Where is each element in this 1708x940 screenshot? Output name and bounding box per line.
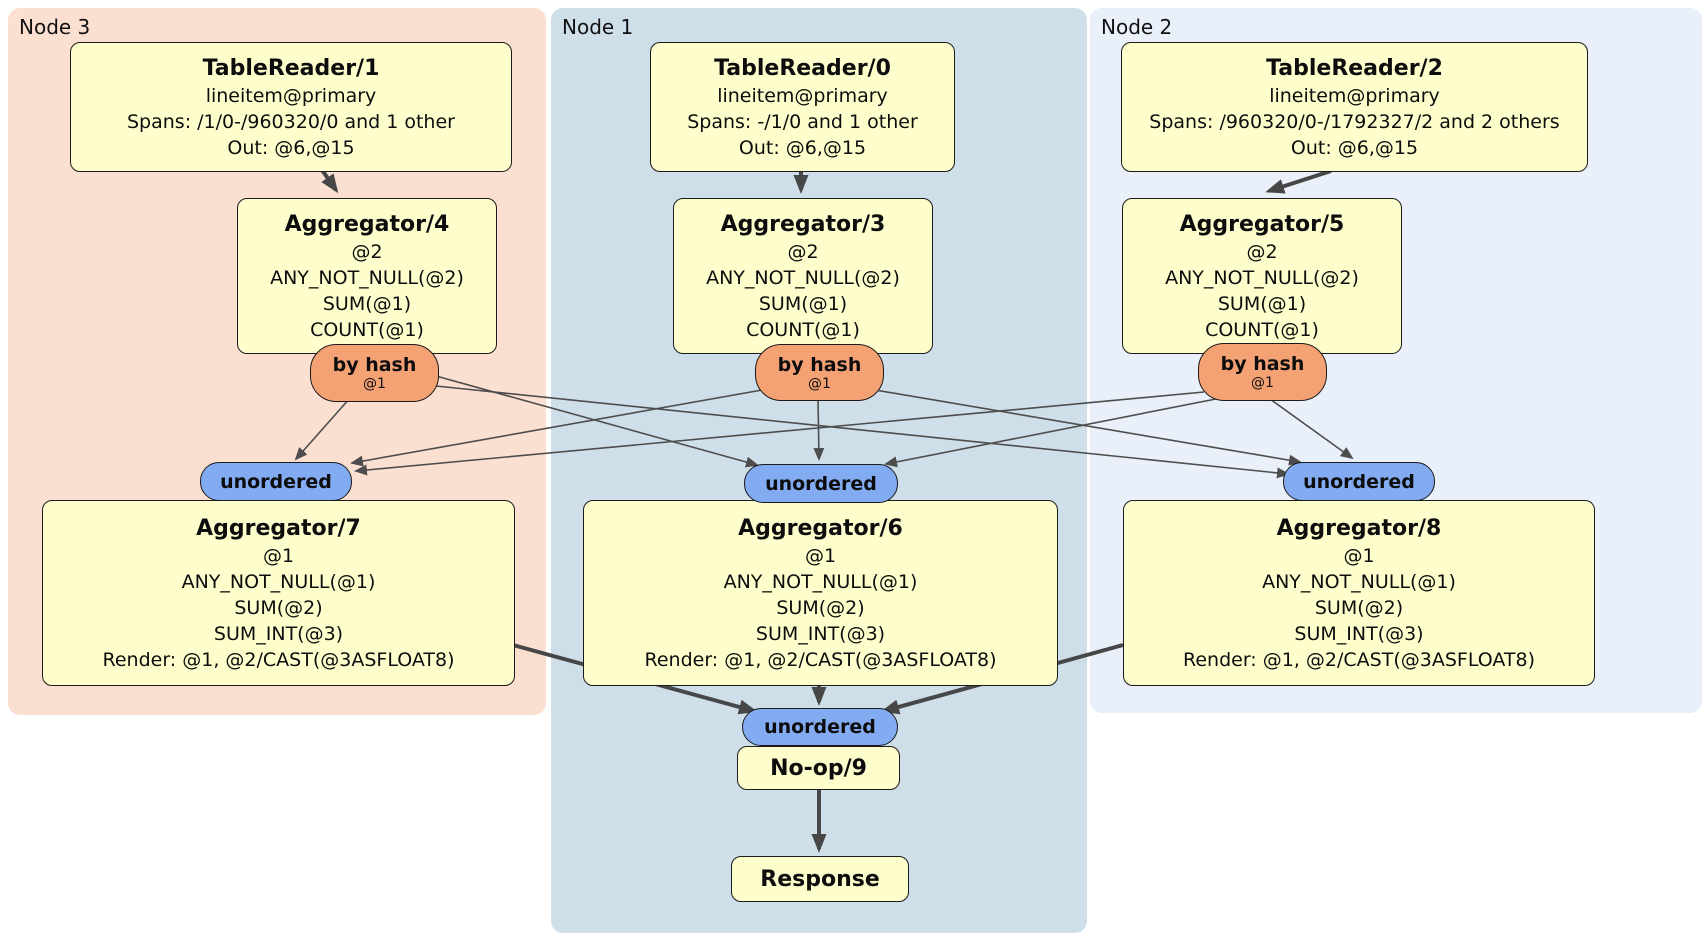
panel-node-3-label: Node 3 bbox=[19, 15, 91, 39]
node-detail: @1 bbox=[262, 544, 295, 567]
node-title: Aggregator/7 bbox=[196, 515, 361, 541]
node-title: TableReader/1 bbox=[202, 55, 380, 81]
node-title: Aggregator/5 bbox=[1179, 211, 1345, 237]
router-by-hash-3[interactable]: by hash @1 bbox=[755, 344, 884, 401]
router-by-hash-4[interactable]: by hash @1 bbox=[310, 344, 439, 402]
node-detail: @2 bbox=[1246, 240, 1278, 263]
node-detail: COUNT(@1) bbox=[310, 318, 424, 341]
node-detail: Spans: /1/0-/960320/0 and 1 other bbox=[127, 110, 455, 133]
node-aggregator-5[interactable]: Aggregator/5 @2 ANY_NOT_NULL(@2) SUM(@1)… bbox=[1122, 198, 1402, 354]
node-aggregator-7[interactable]: Aggregator/7 @1 ANY_NOT_NULL(@1) SUM(@2)… bbox=[42, 500, 515, 686]
node-detail: Spans: -/1/0 and 1 other bbox=[687, 110, 918, 133]
node-detail: @1 bbox=[1343, 544, 1375, 567]
node-detail: SUM_INT(@3) bbox=[213, 622, 344, 645]
node-title: Aggregator/4 bbox=[284, 211, 450, 237]
node-aggregator-8[interactable]: Aggregator/8 @1 ANY_NOT_NULL(@1) SUM(@2)… bbox=[1123, 500, 1595, 686]
router-label: by hash bbox=[1220, 353, 1305, 375]
node-detail: Render: @1, @2/CAST(@3ASFLOAT8) bbox=[1183, 648, 1535, 671]
node-detail: lineitem@primary bbox=[1269, 84, 1440, 107]
stream-label: unordered bbox=[764, 716, 876, 738]
node-detail: SUM(@1) bbox=[322, 292, 412, 315]
node-tablereader-1[interactable]: TableReader/1 lineitem@primary Spans: /1… bbox=[70, 42, 512, 172]
node-title: TableReader/2 bbox=[1266, 55, 1443, 81]
hash-to-unordered-edges bbox=[294, 375, 1354, 479]
node-detail: Out: @6,@15 bbox=[1290, 136, 1419, 159]
node-title: No-op/9 bbox=[770, 755, 867, 781]
node-detail: SUM_INT(@3) bbox=[755, 622, 886, 645]
router-key: @1 bbox=[1251, 375, 1274, 391]
router-by-hash-5[interactable]: by hash @1 bbox=[1198, 343, 1327, 401]
stream-label: unordered bbox=[1303, 470, 1415, 493]
node-title: Aggregator/8 bbox=[1276, 515, 1442, 541]
node-detail: Render: @1, @2/CAST(@3ASFLOAT8) bbox=[102, 648, 455, 671]
stream-unordered-6[interactable]: unordered bbox=[744, 464, 898, 503]
node-detail: SUM(@1) bbox=[1217, 292, 1307, 315]
node-title: Aggregator/6 bbox=[738, 515, 903, 541]
node-detail: SUM(@2) bbox=[234, 596, 323, 619]
node-detail: ANY_NOT_NULL(@2) bbox=[1165, 266, 1359, 289]
node-tablereader-0[interactable]: TableReader/0 lineitem@primary Spans: -/… bbox=[650, 42, 955, 172]
node-detail: SUM(@2) bbox=[776, 596, 865, 619]
node-detail: COUNT(@1) bbox=[1205, 318, 1319, 341]
node-detail: COUNT(@1) bbox=[746, 318, 860, 341]
panel-node-2-label: Node 2 bbox=[1101, 15, 1173, 39]
node-detail: Out: @6,@15 bbox=[738, 136, 867, 159]
router-key: @1 bbox=[808, 375, 831, 392]
node-detail: Spans: /960320/0-/1792327/2 and 2 others bbox=[1149, 110, 1560, 133]
node-tablereader-2[interactable]: TableReader/2 lineitem@primary Spans: /9… bbox=[1121, 42, 1588, 172]
node-detail: ANY_NOT_NULL(@1) bbox=[1262, 570, 1456, 593]
node-title: Aggregator/3 bbox=[720, 211, 886, 237]
stream-unordered-9[interactable]: unordered bbox=[742, 708, 898, 746]
node-aggregator-3[interactable]: Aggregator/3 @2 ANY_NOT_NULL(@2) SUM(@1)… bbox=[673, 198, 933, 354]
node-detail: lineitem@primary bbox=[717, 84, 888, 107]
node-response[interactable]: Response bbox=[731, 856, 909, 902]
node-aggregator-6[interactable]: Aggregator/6 @1 ANY_NOT_NULL(@1) SUM(@2)… bbox=[583, 500, 1058, 686]
stream-label: unordered bbox=[220, 470, 332, 493]
node-title: TableReader/0 bbox=[714, 55, 891, 81]
node-detail: @2 bbox=[787, 240, 819, 263]
node-detail: ANY_NOT_NULL(@2) bbox=[706, 266, 900, 289]
node-detail: Render: @1, @2/CAST(@3ASFLOAT8) bbox=[644, 648, 997, 671]
stream-unordered-8[interactable]: unordered bbox=[1283, 462, 1435, 501]
node-title: Response bbox=[760, 866, 880, 892]
node-detail: SUM_INT(@3) bbox=[1294, 622, 1424, 645]
node-detail: ANY_NOT_NULL(@1) bbox=[723, 570, 918, 593]
router-key: @1 bbox=[363, 376, 386, 392]
node-noop-9[interactable]: No-op/9 bbox=[737, 746, 900, 790]
router-label: by hash bbox=[777, 353, 862, 376]
stream-unordered-7[interactable]: unordered bbox=[200, 462, 352, 501]
node-detail: @1 bbox=[804, 544, 837, 567]
node-detail: ANY_NOT_NULL(@2) bbox=[270, 266, 464, 289]
node-aggregator-4[interactable]: Aggregator/4 @2 ANY_NOT_NULL(@2) SUM(@1)… bbox=[237, 198, 497, 354]
panel-node-1-label: Node 1 bbox=[562, 15, 634, 39]
stream-label: unordered bbox=[765, 472, 877, 495]
node-detail: Out: @6,@15 bbox=[227, 136, 355, 159]
node-detail: SUM(@1) bbox=[758, 292, 848, 315]
router-label: by hash bbox=[332, 354, 417, 376]
node-detail: lineitem@primary bbox=[205, 84, 377, 107]
node-detail: SUM(@2) bbox=[1314, 596, 1404, 619]
node-detail: @2 bbox=[351, 240, 383, 263]
node-detail: ANY_NOT_NULL(@1) bbox=[181, 570, 376, 593]
